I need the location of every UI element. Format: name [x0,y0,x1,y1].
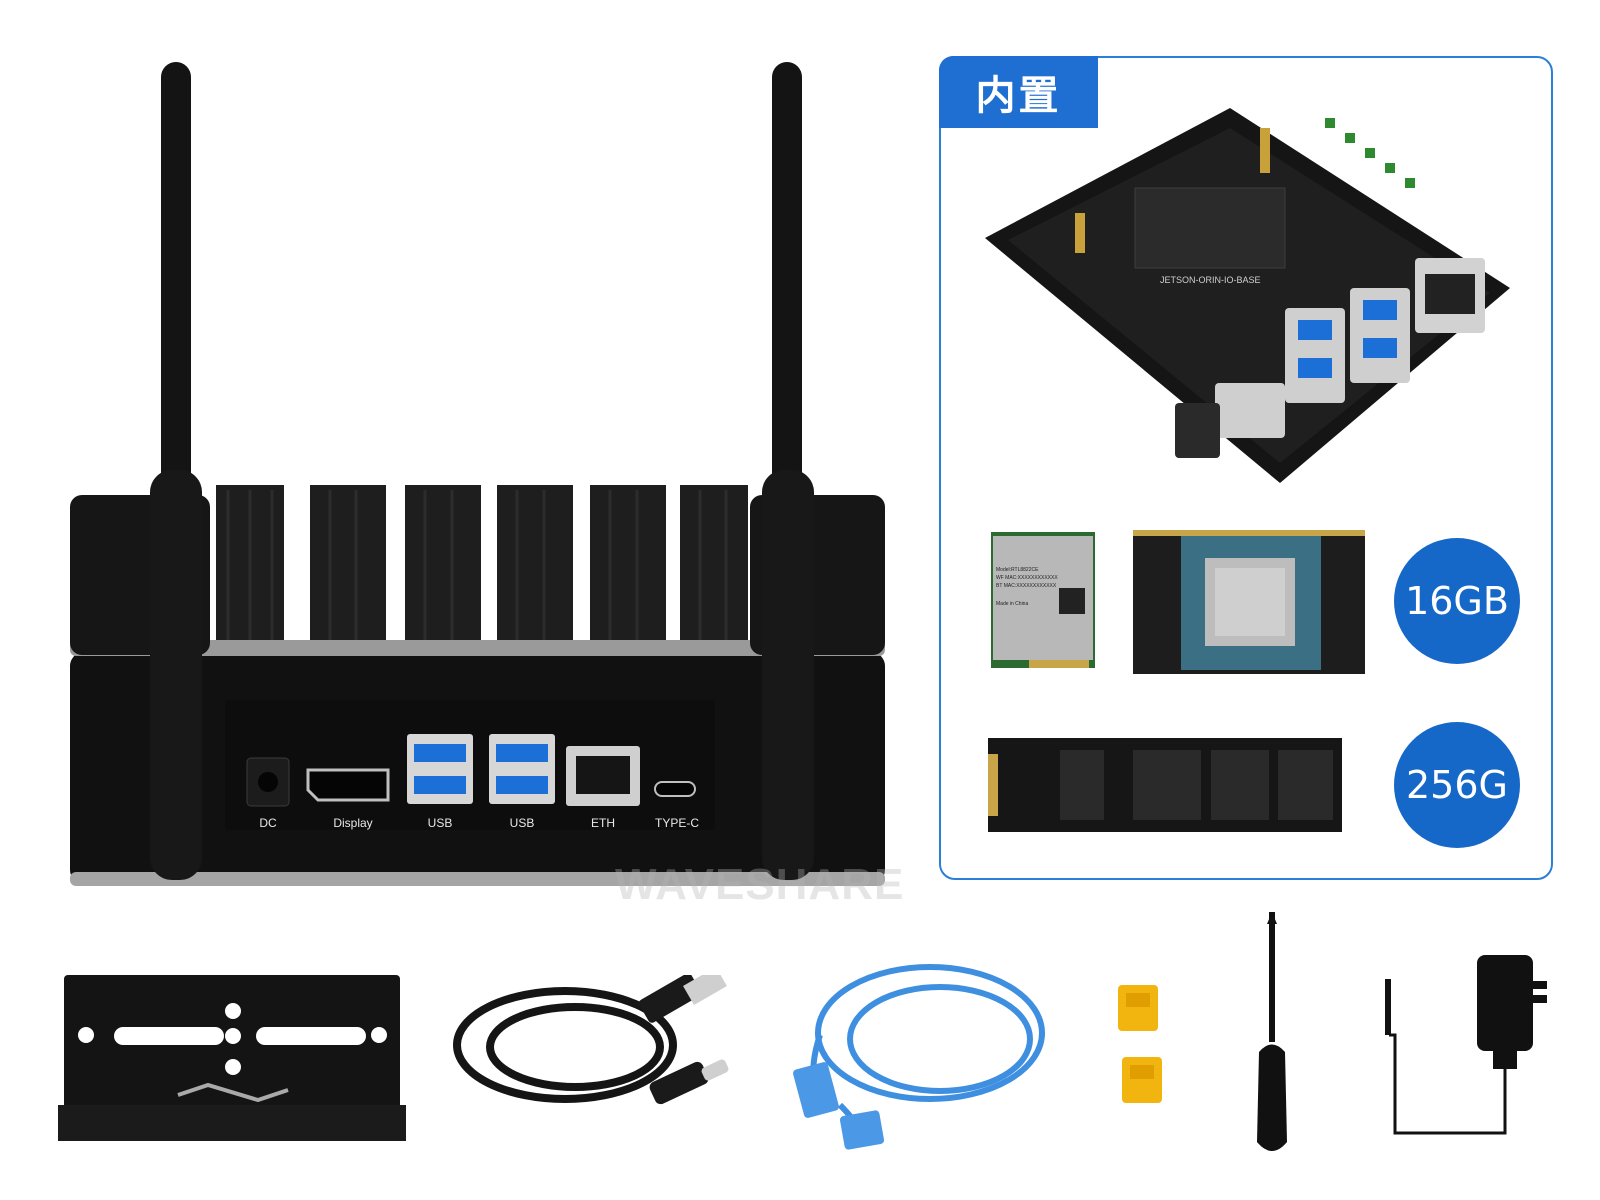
ethernet-cable-image [793,964,1045,1150]
compute-module-image [1133,530,1365,674]
ssd-image [988,738,1342,832]
usb-cable-image [453,975,729,1105]
memory-capacity-badge: 16GB [1394,538,1520,664]
port-label-display: Display [333,816,373,830]
port-label-dc: DC [259,816,277,830]
port-label-usb-1: USB [427,816,453,830]
port-label-eth: ETH [591,816,615,830]
din-rail-bracket-image [58,975,406,1141]
carrier-board-silkscreen: JETSON-ORIN-IO-BASE [1160,275,1261,285]
brand-watermark: WAVESHARE [615,860,905,909]
wifi-card-image [991,532,1095,668]
jumper-caps-image [1118,985,1162,1103]
mini-pc-illustration [70,62,885,886]
included-tag: 内置 [939,56,1098,128]
port-label-usb-2: USB [509,816,535,830]
power-adapter-image [1385,955,1547,1135]
screwdriver-image [1257,912,1287,1151]
storage-capacity-badge: 256G [1394,722,1520,848]
port-label-type-c: TYPE-C [654,816,699,830]
wifi-card-text: Model:RTL8822CE WF MAC:XXXXXXXXXXXX BT M… [996,567,1058,607]
carrier-board-image: JETSON-ORIN-IO-BASE [985,108,1510,483]
